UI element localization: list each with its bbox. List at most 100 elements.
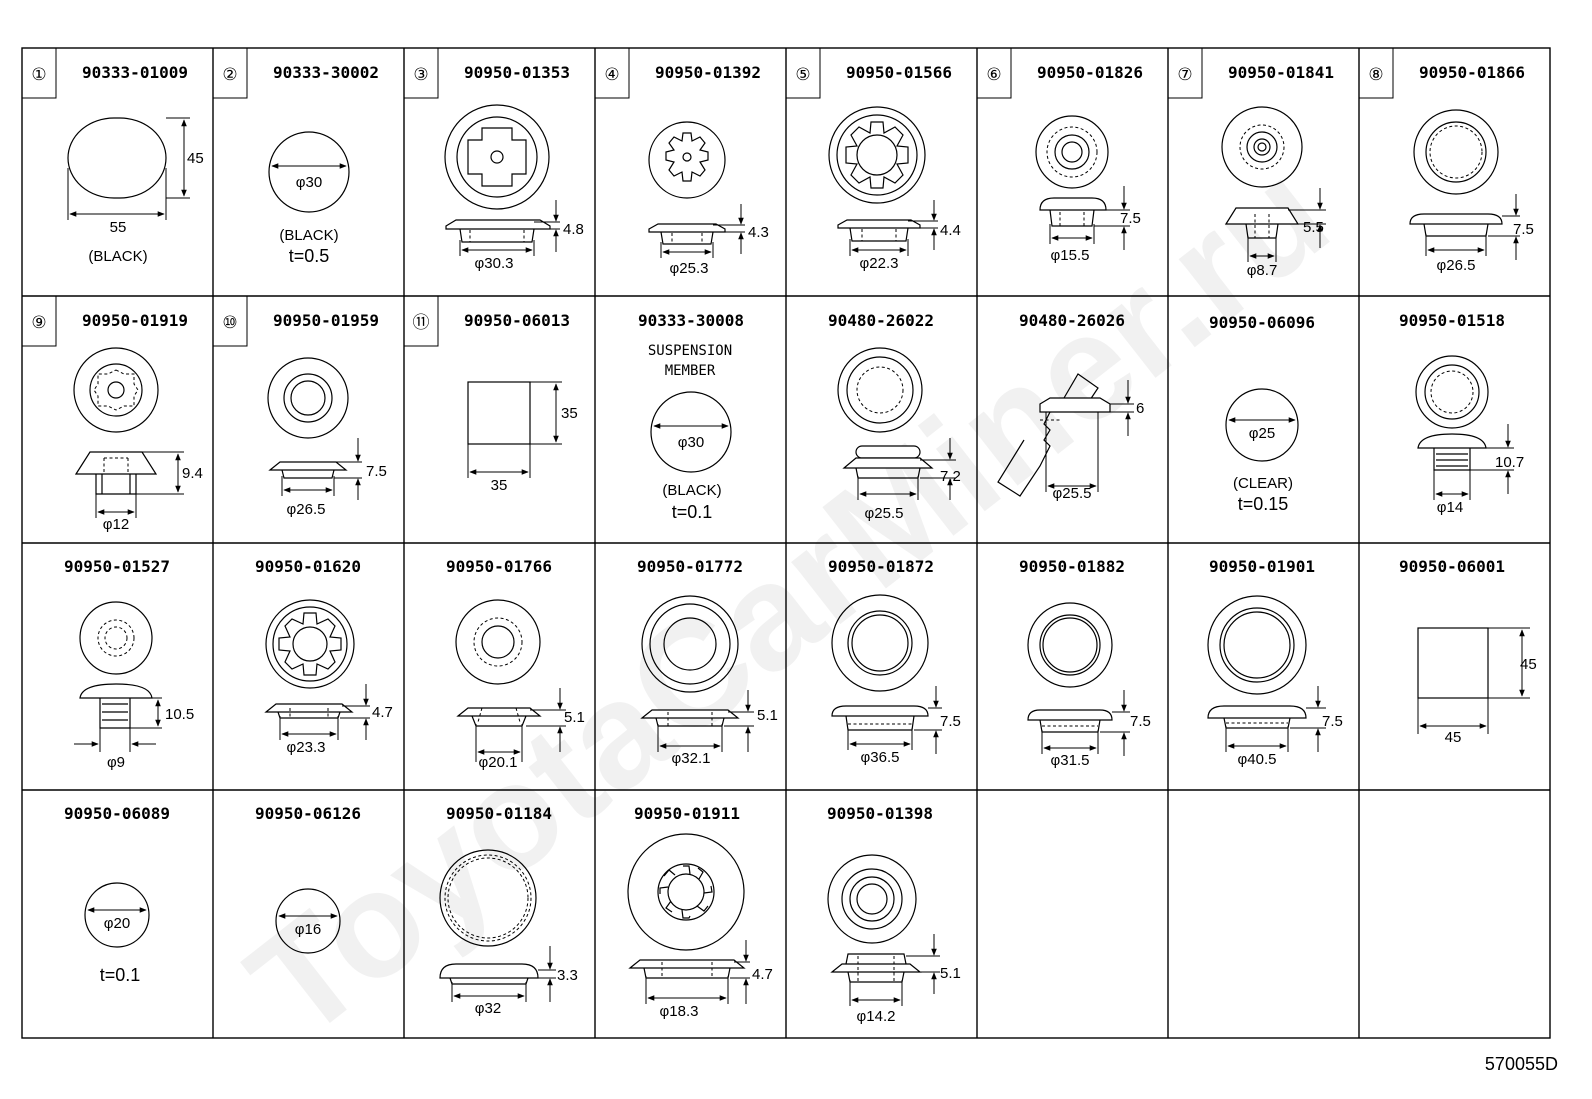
dim-label: φ36.5 [861, 749, 900, 766]
dim-label: 5.5 [1303, 219, 1324, 236]
part-number: 90950-01392 [655, 63, 761, 82]
dim-label: 5.1 [940, 965, 961, 982]
cell-18: 90950-01620 4.7 φ23.3 [255, 557, 393, 756]
part-drawing [444, 104, 560, 256]
part-drawing [831, 594, 942, 754]
cell-1: ① 90333-01009 45 55 (BLACK) [21, 47, 204, 265]
part-number: 90950-01872 [828, 557, 934, 576]
dim-label: φ25 [1249, 425, 1275, 442]
part-drawing [1221, 106, 1326, 262]
dim-label: 45 [1445, 729, 1462, 746]
cell-index: ⑥ [986, 65, 1001, 84]
part-number: 90950-01398 [827, 804, 933, 823]
dim-label: 4.3 [748, 224, 769, 241]
part-drawing [1035, 115, 1130, 250]
dim-label: φ20.1 [479, 754, 518, 771]
cell-16: 90950-01518 10.7 φ14 [1399, 311, 1524, 516]
dim-label: φ16 [295, 921, 321, 938]
cell-index: ⑧ [1368, 65, 1383, 84]
part-drawing [827, 854, 940, 1006]
cell-4: ④ 90950-01392 4.3 φ25.3 [594, 47, 769, 277]
watermark-text: ToyotaCarMiner.ru [218, 128, 1357, 1069]
dim-label: 45 [1520, 656, 1537, 673]
part-drawing [264, 599, 370, 740]
part-number: 90950-01772 [637, 557, 743, 576]
part-drawing [640, 595, 754, 752]
dim-label: φ14.2 [857, 1008, 896, 1025]
part-drawing [275, 888, 341, 954]
dim-label: 4.7 [372, 704, 393, 721]
part-number: 90950-01353 [464, 63, 570, 82]
part-drawing [74, 601, 162, 752]
note-text: (BLACK) [662, 482, 721, 499]
dim-label: 4.4 [940, 222, 961, 239]
dim-label: φ8.7 [1247, 262, 1278, 279]
part-drawing [73, 347, 184, 518]
part-number: 90480-26022 [828, 311, 934, 330]
part-number: 90950-06096 [1209, 313, 1315, 332]
dim-label: 7.5 [1130, 713, 1151, 730]
part-number: 90950-01518 [1399, 311, 1505, 330]
location-label: SUSPENSION [648, 343, 732, 359]
cell-index: ③ [413, 65, 428, 84]
dim-label: 7.5 [366, 463, 387, 480]
dim-label: φ12 [103, 516, 129, 533]
cell-index: ② [222, 65, 237, 84]
cell-8: ⑧ 90950-01866 7.5 φ26.5 [1358, 47, 1534, 274]
cell-22: 90950-01882 7.5 φ31.5 [1019, 557, 1151, 769]
note-text: t=0.15 [1238, 494, 1289, 514]
part-number: 90950-01882 [1019, 557, 1125, 576]
part-number: 90950-01959 [273, 311, 379, 330]
dim-label: 7.5 [1513, 221, 1534, 238]
part-number: 90950-01527 [64, 557, 170, 576]
part-number: 90333-01009 [82, 63, 188, 82]
grid-frame [21, 47, 1551, 1039]
dim-label: φ32.1 [672, 750, 711, 767]
dim-label: φ26.5 [1437, 257, 1476, 274]
dim-label: φ26.5 [287, 501, 326, 518]
part-drawing [837, 347, 956, 500]
note-text: (BLACK) [88, 248, 147, 265]
cell-29: 90950-01398 5.1 φ14.2 [827, 804, 961, 1025]
cell-index: ⑩ [222, 313, 237, 332]
part-number: 90950-06001 [1399, 557, 1505, 576]
note-text: t=0.1 [100, 965, 141, 985]
dim-label: 9.4 [182, 465, 203, 482]
part-number: 90950-01566 [846, 63, 952, 82]
dim-label: 3.3 [557, 967, 578, 984]
dim-label: φ30 [678, 434, 704, 451]
part-drawing [650, 391, 732, 473]
dim-label: 55 [110, 219, 127, 236]
part-drawing [67, 117, 190, 220]
cell-10: ⑩ 90950-01959 7.5 φ26.5 [212, 295, 387, 518]
part-number: 90950-06126 [255, 804, 361, 823]
part-number: 90950-01766 [446, 557, 552, 576]
part-number: 90333-30002 [273, 63, 379, 82]
dim-label: 4.7 [752, 966, 773, 983]
cell-12: 90333-30008 SUSPENSION MEMBER φ30 (BLACK… [638, 311, 744, 522]
cell-7: ⑦ 90950-01841 5.5 φ8.7 [1167, 47, 1334, 279]
part-drawing [648, 121, 745, 258]
part-drawing [1409, 109, 1520, 260]
dim-label: φ40.5 [1238, 751, 1277, 768]
cell-3: ③ 90950-01353 4.8 φ30.3 [403, 47, 584, 272]
dim-label: 7.2 [940, 468, 961, 485]
cell-14: 90480-26026 6 φ25.5 [997, 311, 1144, 502]
cell-index: ⑤ [795, 65, 810, 84]
part-drawing [828, 106, 938, 256]
dim-label: 10.5 [165, 706, 194, 723]
sheet-code: 570055D [1485, 1054, 1558, 1074]
part-number: 90950-01184 [446, 804, 552, 823]
note-text: (BLACK) [279, 227, 338, 244]
cell-2: ② 90333-30002 φ30 (BLACK) t=0.5 [212, 47, 379, 266]
part-drawing [268, 131, 350, 213]
part-drawing [997, 373, 1134, 497]
part-number: 90950-01901 [1209, 557, 1315, 576]
cell-19: 90950-01766 5.1 φ20.1 [446, 557, 585, 771]
dim-label: φ22.3 [860, 255, 899, 272]
cell-20: 90950-01772 5.1 φ32.1 [637, 557, 778, 767]
part-drawing [1415, 355, 1514, 500]
dim-label: φ15.5 [1051, 247, 1090, 264]
part-number: 90950-01919 [82, 311, 188, 330]
